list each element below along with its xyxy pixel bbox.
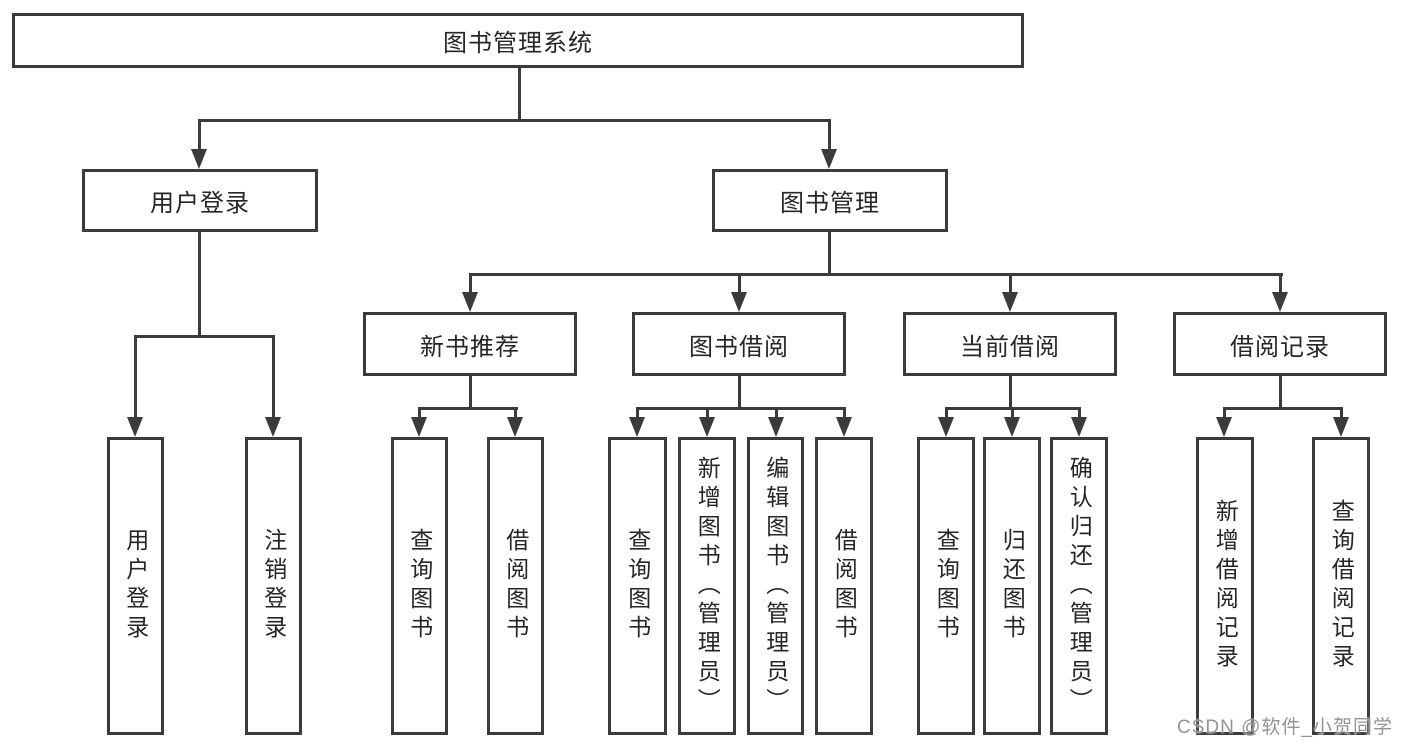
leaf-query-books-borrow: 查询图书	[608, 437, 667, 735]
node-label: 借阅记录	[1230, 333, 1330, 361]
down-arrow-icon	[731, 292, 747, 312]
down-arrow-icon	[462, 292, 478, 312]
down-arrow-icon	[1272, 292, 1288, 312]
leaf-edit-books-admin: 编辑图书（管理员）	[747, 437, 804, 735]
connector-line	[1279, 376, 1282, 410]
node-label: 注销登录	[260, 528, 287, 644]
node-label: 图书管理系统	[443, 30, 593, 57]
leaf-return-books: 归还图书	[983, 437, 1041, 735]
node-new-book-recommend: 新书推荐	[363, 312, 577, 376]
down-arrow-icon	[1333, 417, 1349, 437]
down-arrow-icon	[265, 417, 281, 437]
down-arrow-icon	[127, 417, 143, 437]
connector-line	[469, 376, 472, 410]
leaf-add-borrow-record: 新增借阅记录	[1196, 437, 1254, 735]
connector-line	[828, 232, 831, 276]
down-arrow-icon	[1004, 417, 1020, 437]
down-arrow-icon	[411, 417, 427, 437]
node-label: 新增借阅记录	[1212, 499, 1239, 673]
node-label: 编辑图书（管理员）	[762, 455, 789, 717]
node-label: 新增图书（管理员）	[694, 455, 721, 717]
connector-line	[134, 335, 137, 418]
connector-line	[775, 407, 778, 419]
connector-line	[945, 407, 948, 419]
node-current-borrow: 当前借阅	[903, 312, 1117, 376]
connector-line	[636, 407, 846, 410]
node-label: 确认归还（管理员）	[1066, 455, 1093, 717]
leaf-query-books-current: 查询图书	[917, 437, 975, 735]
connector-line	[198, 119, 831, 122]
connector-line	[134, 335, 275, 338]
node-label: 查询图书	[624, 528, 651, 644]
connector-line	[1279, 273, 1282, 293]
down-arrow-icon	[191, 149, 207, 169]
node-book-borrow: 图书借阅	[632, 312, 846, 376]
connector-line	[636, 407, 639, 419]
down-arrow-icon	[507, 417, 523, 437]
node-label: 图书管理	[780, 190, 880, 217]
connector-line	[1223, 407, 1226, 419]
down-arrow-icon	[629, 417, 645, 437]
connector-line	[518, 68, 521, 119]
node-label: 用户登录	[122, 528, 149, 644]
down-arrow-icon	[768, 417, 784, 437]
leaf-borrow-books-recommend: 借阅图书	[487, 437, 544, 735]
connector-line	[469, 273, 1283, 276]
down-arrow-icon	[699, 417, 715, 437]
leaf-borrow-books: 借阅图书	[815, 437, 873, 735]
leaf-query-borrow-record: 查询借阅记录	[1312, 437, 1370, 735]
node-label: 当前借阅	[960, 333, 1060, 361]
node-user-login: 用户登录	[82, 169, 318, 232]
node-label: 查询图书	[406, 528, 433, 644]
leaf-query-books-recommend: 查询图书	[391, 437, 448, 735]
node-label: 图书借阅	[689, 333, 789, 361]
node-borrow-record: 借阅记录	[1173, 312, 1387, 376]
node-library-management-system: 图书管理系统	[12, 13, 1024, 68]
down-arrow-icon	[836, 417, 852, 437]
connector-line	[198, 232, 201, 338]
node-label: 用户登录	[150, 190, 250, 217]
node-label: 归还图书	[999, 528, 1026, 644]
csdn-watermark: CSDN @软件_小贺同学	[1177, 717, 1393, 738]
connector-line	[843, 407, 846, 419]
connector-line	[738, 273, 741, 293]
leaf-logout: 注销登录	[245, 437, 302, 735]
connector-line	[418, 407, 421, 419]
connector-line	[514, 407, 517, 419]
down-arrow-icon	[1216, 417, 1232, 437]
down-arrow-icon	[821, 149, 837, 169]
connector-line	[469, 273, 472, 293]
connector-line	[1011, 407, 1014, 419]
node-label: 借阅图书	[502, 528, 529, 644]
connector-line	[1340, 407, 1343, 419]
connector-line	[1078, 407, 1081, 419]
connector-line	[706, 407, 709, 419]
connector-line	[418, 407, 518, 410]
leaf-add-books-admin: 新增图书（管理员）	[678, 437, 736, 735]
down-arrow-icon	[938, 417, 954, 437]
node-label: 借阅图书	[831, 528, 858, 644]
connector-line	[1223, 407, 1343, 410]
node-label: 查询图书	[933, 528, 960, 644]
down-arrow-icon	[1002, 292, 1018, 312]
connector-line	[1009, 376, 1012, 410]
connector-line	[1009, 273, 1012, 293]
node-book-management: 图书管理	[712, 169, 948, 232]
connector-line	[198, 119, 201, 150]
connector-line	[272, 335, 275, 418]
leaf-user-login: 用户登录	[107, 437, 164, 735]
connector-line	[828, 119, 831, 150]
node-label: 查询借阅记录	[1328, 499, 1355, 673]
node-label: 新书推荐	[420, 333, 520, 361]
leaf-confirm-return-admin: 确认归还（管理员）	[1050, 437, 1108, 735]
down-arrow-icon	[1071, 417, 1087, 437]
connector-line	[738, 376, 741, 410]
